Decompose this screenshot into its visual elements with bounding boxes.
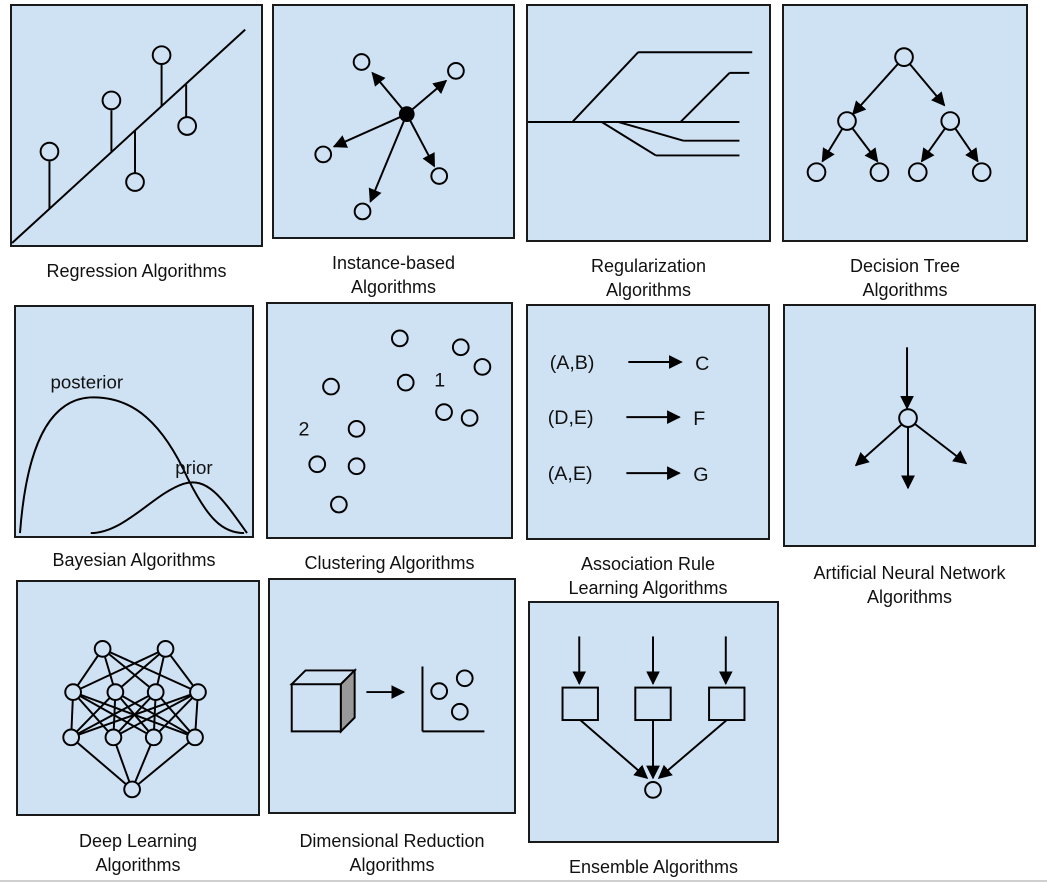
query-point (398, 106, 415, 122)
neighbor-point (352, 53, 371, 71)
tree-node (837, 111, 857, 131)
deep-learning-diagram (62, 640, 207, 799)
cube-side (339, 668, 356, 734)
data-point (177, 116, 197, 136)
neighbor-point (314, 145, 333, 164)
bayesian-caption: Bayesian Algorithms (52, 550, 216, 570)
prior-curve (90, 481, 248, 535)
regularization-tile (526, 4, 771, 242)
rule-rhs: C (695, 353, 709, 375)
rule-lhs: (D,E) (548, 407, 594, 429)
cube-front (290, 683, 342, 733)
neuron (123, 780, 141, 799)
instance-based-diagram (314, 53, 465, 221)
cluster-point (390, 329, 409, 348)
neuron (144, 728, 163, 747)
projected-point (450, 702, 469, 721)
regularization-caption: Regularization Algorithms (590, 256, 707, 300)
ann-caption: Artificial Neural Network Algorithms (813, 563, 1006, 607)
data-point (101, 90, 122, 111)
neuron (93, 640, 112, 658)
association-rule-caption: Association Rule Learning Algorithms (568, 554, 728, 598)
neighbor-point (353, 202, 372, 221)
cluster-point (347, 457, 366, 476)
prior-label: prior (175, 457, 212, 478)
regression-line (11, 28, 246, 244)
tree-node (894, 47, 914, 67)
cluster-point (322, 377, 340, 396)
rule-rhs: F (693, 408, 705, 430)
model-box (634, 686, 672, 722)
cluster-point (330, 495, 348, 514)
regularization-diagram (528, 51, 753, 157)
dimensional-reduction-caption: Dimensional Reduction Algorithms (299, 831, 485, 875)
cluster-point (308, 455, 327, 474)
neuron (186, 728, 204, 747)
instance-based-tile (272, 4, 515, 239)
ensemble-caption: Ensemble Algorithms (568, 857, 739, 877)
bottom-divider (0, 880, 1047, 882)
cluster-point (473, 358, 492, 376)
tree-node (869, 162, 890, 182)
regression-caption: Regression Algorithms (46, 261, 227, 281)
regression-tile (10, 4, 263, 247)
model-box (561, 686, 599, 722)
neuron (64, 683, 82, 701)
ensemble-tile (528, 601, 779, 843)
tree-node (907, 162, 928, 182)
decision-tree-diagram (806, 47, 992, 182)
network-edges (70, 647, 199, 791)
ensemble-diagram (561, 636, 746, 799)
tree-node (940, 111, 961, 131)
regression-diagram (11, 28, 246, 244)
cluster-1-label: 1 (434, 370, 445, 392)
ann-diagram (854, 347, 968, 490)
clustering-tile: 1 2 (266, 302, 513, 539)
neuron (146, 683, 165, 701)
neuron (898, 408, 918, 428)
bayesian-diagram: posterior prior (19, 372, 248, 535)
rule-lhs: (A,E) (548, 463, 593, 485)
rule-lhs: (A,B) (550, 352, 595, 374)
cluster-point (435, 403, 453, 421)
association-rule-tile: (A,B) C (D,E) F (A,E) G (526, 304, 770, 540)
decision-tree-tile (782, 4, 1028, 242)
neuron (62, 728, 80, 747)
data-point (151, 45, 172, 66)
cluster-point (451, 338, 470, 357)
neighbor-point (447, 62, 465, 80)
projected-point (455, 669, 474, 688)
dimensional-reduction-tile (268, 578, 516, 814)
neuron (106, 683, 125, 701)
data-point (125, 172, 145, 192)
bayesian-tile: posterior prior (14, 305, 254, 538)
clustering-caption: Clustering Algorithms (304, 553, 475, 573)
rule-rhs: G (693, 464, 708, 486)
deep-learning-caption: Deep Learning Algorithms (78, 831, 198, 875)
ann-tile (783, 304, 1036, 547)
cluster-point (347, 420, 366, 438)
tree-node (806, 162, 827, 182)
combined-output (644, 781, 662, 799)
deep-learning-tile (16, 580, 260, 816)
tree-node (971, 162, 992, 182)
neighbor-point (430, 167, 449, 185)
projected-point (430, 682, 449, 700)
model-box (708, 686, 746, 722)
instance-based-caption: Instance-based Algorithms (331, 253, 456, 297)
cluster-point (460, 409, 479, 427)
posterior-label: posterior (50, 372, 123, 393)
clustering-diagram: 1 2 (299, 329, 492, 514)
neuron (104, 728, 123, 747)
data-point (39, 141, 60, 162)
dimensional-reduction-diagram (289, 666, 485, 734)
association-rule-diagram: (A,B) C (D,E) F (A,E) G (548, 352, 710, 486)
neuron (189, 683, 207, 701)
cluster-2-label: 2 (299, 419, 310, 441)
posterior-curve (19, 396, 245, 535)
decision-tree-caption: Decision Tree Algorithms (849, 256, 961, 300)
neuron (156, 640, 175, 658)
cluster-point (396, 373, 415, 392)
